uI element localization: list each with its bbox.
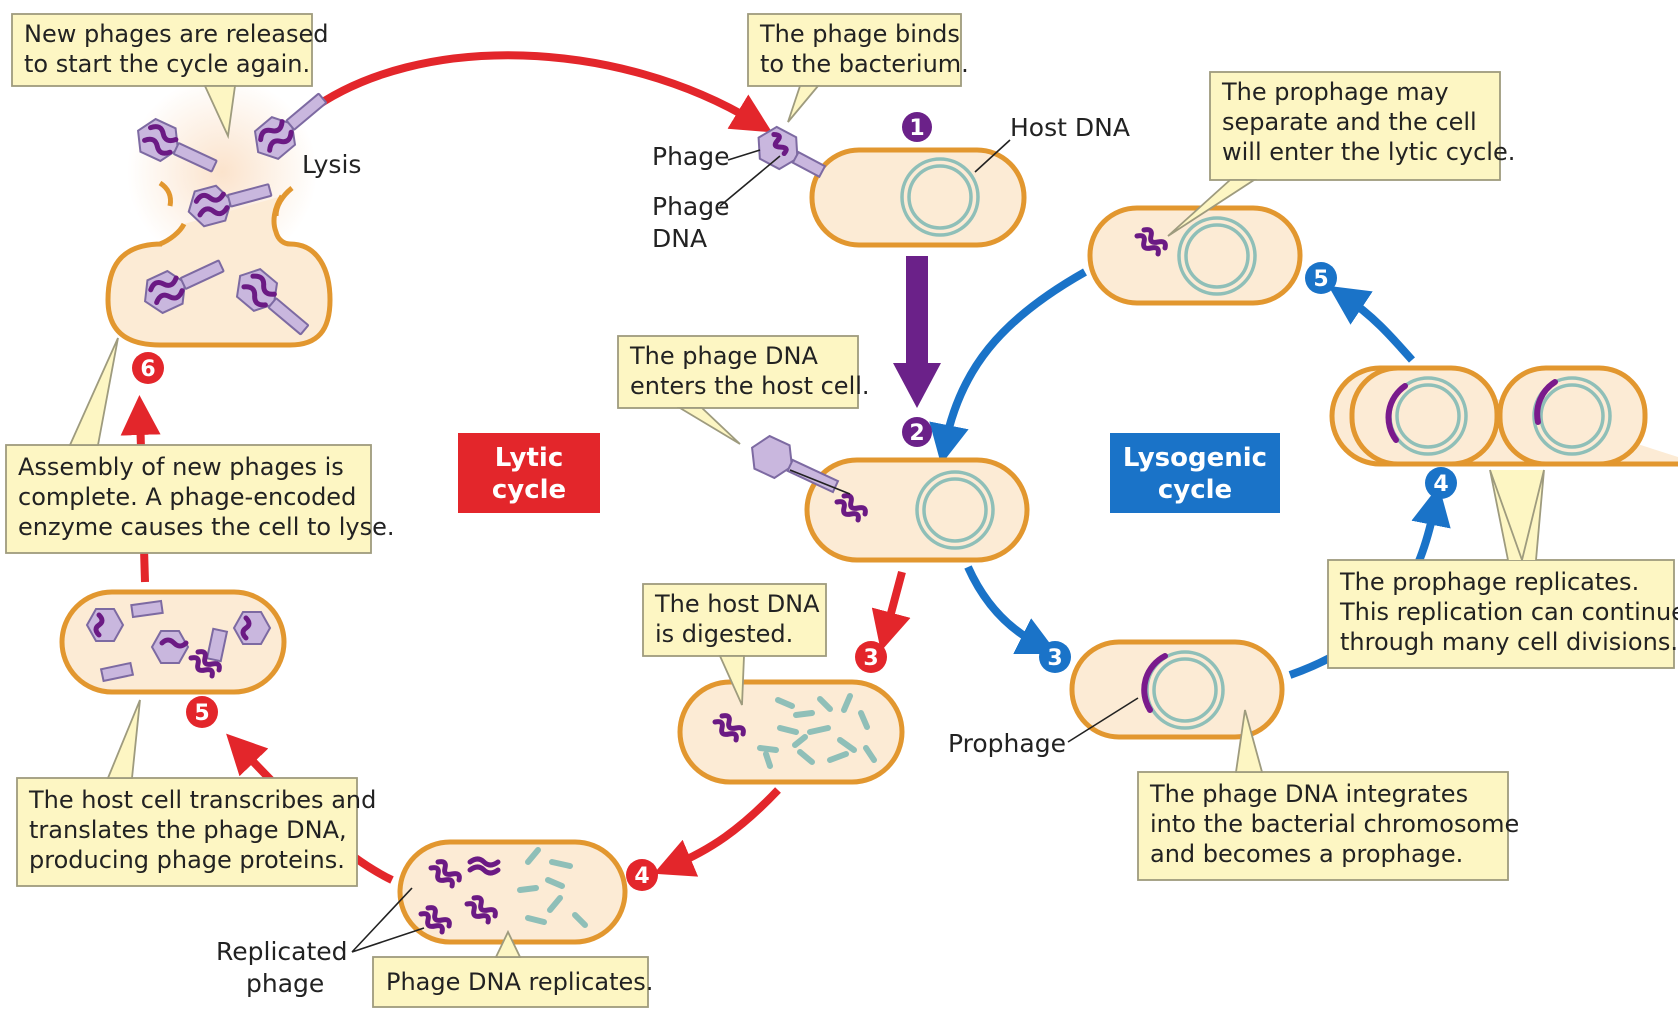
arrow-lytic-2-3 [871, 570, 911, 652]
callout-transcribes-line-1: The host cell transcribes and [28, 786, 376, 814]
callout-prophage-replicates-line-3: through many cell divisions. [1340, 628, 1678, 656]
step-badge-lytic-5: 5 [186, 696, 218, 728]
callout-assembly-line-1: Assembly of new phages is [18, 453, 344, 481]
step-badge-lyso-4: 4 [1425, 467, 1457, 499]
label-phage-dna-line-1: Phage [652, 192, 730, 221]
svg-text:The prophage replicates.This r: The prophage replicates.This replication… [1339, 568, 1678, 656]
callout-binds-line-2: to the bacterium. [760, 50, 969, 78]
label-phage-dna-line-2: DNA [652, 224, 707, 253]
step-badge-2-text: 2 [909, 421, 924, 446]
label-phage: Phage [652, 142, 730, 171]
step-badge-1-text: 1 [909, 116, 924, 141]
step-badge-lytic-6-text: 6 [140, 357, 155, 382]
callout-prophage-separate-line-3: will enter the lytic cycle. [1222, 138, 1515, 166]
cell-step-1 [757, 125, 1027, 248]
callout-binds-line-1: The phage binds [759, 20, 960, 48]
arrow-lyso-5-2 [929, 268, 1087, 465]
arrow-lytic-3-4 [653, 787, 781, 877]
lysogenic-cycle-line-2: cycle [1158, 475, 1232, 505]
callout-enters-line-1: The phage DNA [629, 342, 818, 370]
lytic-cycle-line-1: Lytic [495, 443, 564, 473]
step-badge-lyso-4-text: 4 [1433, 472, 1448, 497]
callout-released-line-2: to start the cycle again. [24, 50, 310, 78]
step-badge-lyso-5: 5 [1305, 262, 1337, 294]
svg-text:Phage DNA replicates.: Phage DNA replicates. [386, 968, 653, 996]
step-badge-2: 2 [902, 417, 932, 447]
step-badge-lytic-3: 3 [855, 641, 887, 673]
step-badge-lytic-3-text: 3 [863, 646, 878, 671]
arrow-step-1-to-2 [893, 256, 941, 408]
step-badge-1: 1 [902, 112, 932, 142]
callout-assembly-line-2: complete. A phage-encoded [18, 483, 356, 511]
callout-enters-line-2: enters the host cell. [630, 372, 870, 400]
label-lysis: Lysis [302, 150, 361, 179]
callout-integrates-line-2: into the bacterial chromosome [1150, 810, 1519, 838]
cell-step-2 [750, 434, 1030, 563]
callout-transcribes-line-2: translates the phage DNA, [29, 816, 347, 844]
label-host-dna: Host DNA [1010, 113, 1130, 142]
callout-digested-line-2: is digested. [655, 620, 793, 648]
step-badge-lytic-5-text: 5 [194, 701, 209, 726]
callout-prophage-replicates: The prophage replicates.This replication… [1327, 469, 1678, 669]
arrow-release-to-bind [305, 51, 773, 133]
arrow-lyso-2-3 [964, 565, 1058, 654]
callout-assembly-line-3: enzyme causes the cell to lyse. [18, 513, 395, 541]
callout-prophage-separate-line-2: separate and the cell [1222, 108, 1477, 136]
callout-dna-replicates-line-1: Phage DNA replicates. [386, 968, 653, 996]
cell-lytic-3 [677, 679, 905, 785]
label-prophage: Prophage [948, 729, 1066, 758]
callout-digested-line-1: The host DNA [654, 590, 820, 618]
arrow-lyso-4-5 [1328, 285, 1416, 363]
cell-lysis [105, 77, 334, 348]
lysogenic-cycle-line-1: Lysogenic [1123, 443, 1267, 473]
callout-integrates-line-3: and becomes a prophage. [1150, 840, 1463, 868]
label-replicated-phage-line-2: phage [246, 969, 324, 998]
step-badge-lyso-5-text: 5 [1313, 267, 1328, 292]
callout-transcribes-line-3: producing phage proteins. [29, 846, 345, 874]
cell-lytic-5 [59, 589, 287, 695]
callout-prophage-replicates-line-1: The prophage replicates. [1339, 568, 1639, 596]
cell-lyso-5 [1087, 205, 1303, 306]
callout-prophage-separate-line-1: The prophage may [1221, 78, 1449, 106]
cell-lyso-3 [1069, 639, 1285, 740]
label-replicated-phage-line-1: Replicated [216, 937, 348, 966]
callout-integrates-line-1: The phage DNA integrates [1149, 780, 1468, 808]
callout-dna-replicates: Phage DNA replicates. [372, 929, 653, 1008]
callout-released-line-1: New phages are released [24, 20, 328, 48]
label-replicated-phage: Replicated phage [216, 937, 348, 998]
lytic-cycle-line-2: cycle [492, 475, 566, 505]
step-badge-lytic-4-text: 4 [634, 864, 649, 889]
step-badge-lytic-4: 4 [626, 859, 658, 891]
step-badge-lytic-6: 6 [132, 352, 164, 384]
cell-lytic-4 [397, 839, 628, 945]
step-badge-lyso-3: 3 [1039, 641, 1071, 673]
callout-prophage-replicates-line-2: This replication can continue [1339, 598, 1678, 626]
cell-lyso-4 [1329, 365, 1678, 467]
step-badge-lyso-3-text: 3 [1047, 646, 1062, 671]
